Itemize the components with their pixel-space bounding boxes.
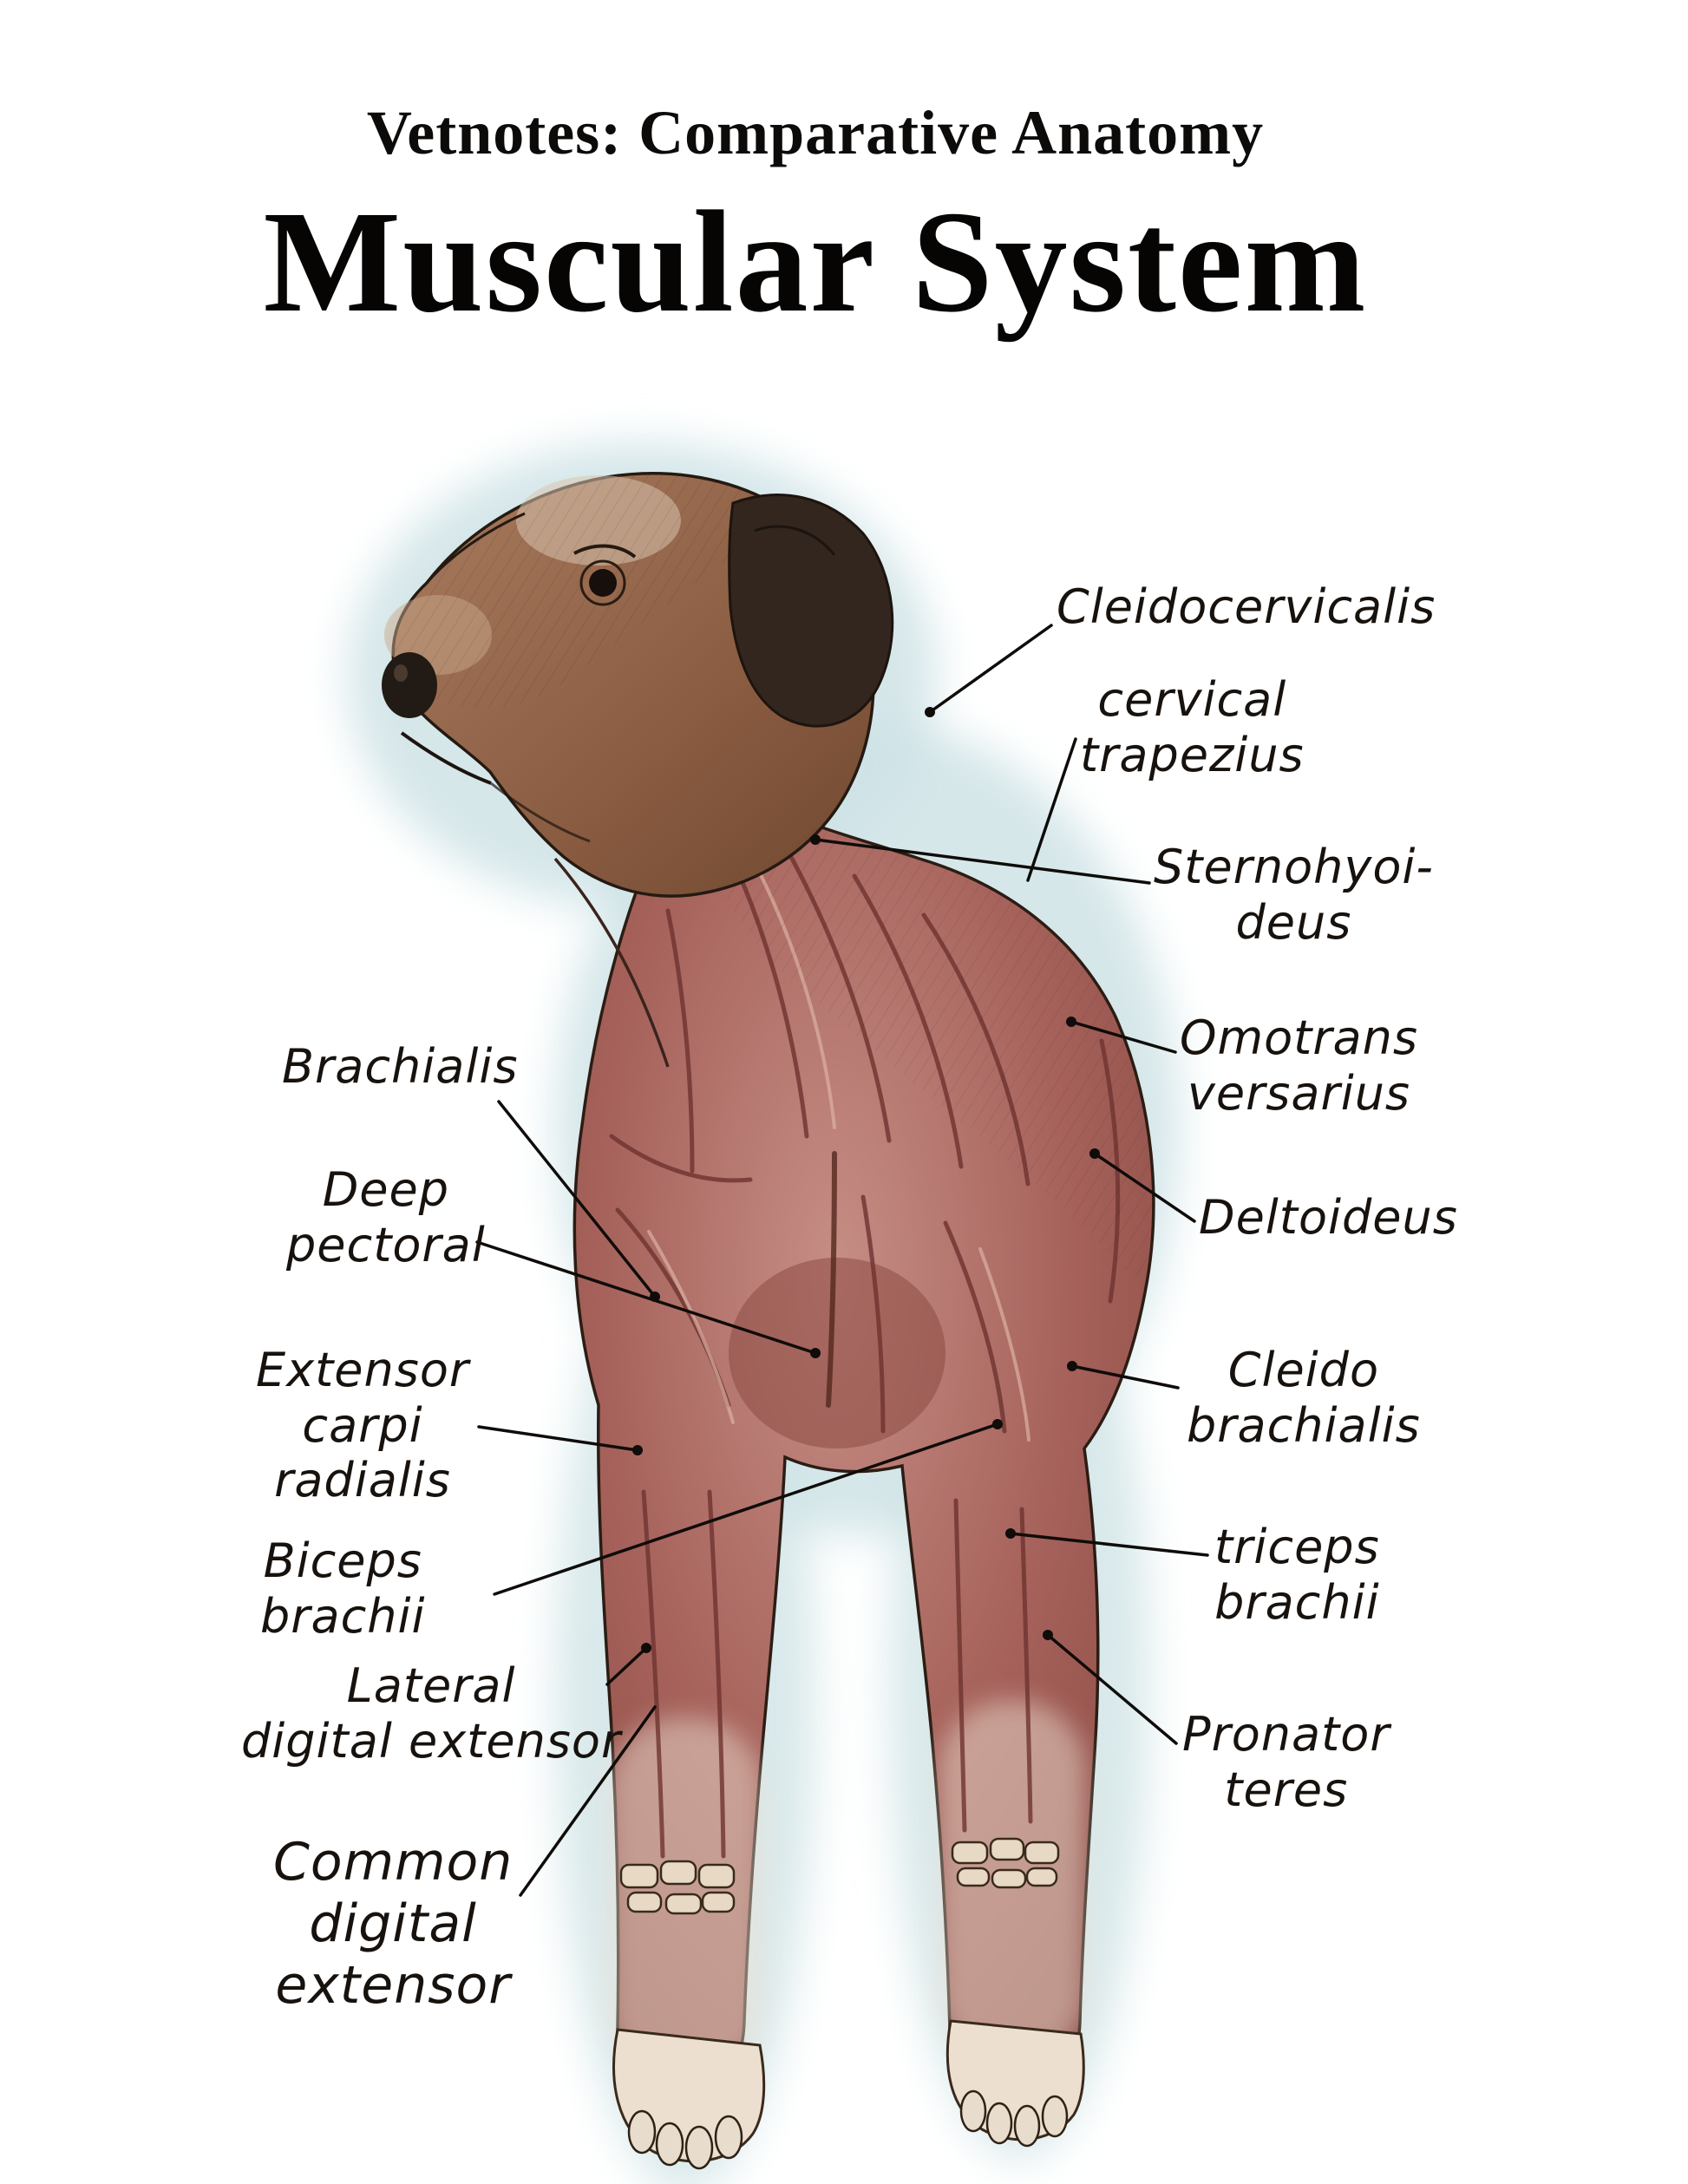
leader-common-digital-extensor — [519, 1705, 657, 1897]
right-paw — [945, 2019, 1085, 2148]
leader-extensor-carpi-radialis — [477, 1425, 639, 1452]
leader-cervical-trapezius — [1026, 737, 1077, 882]
throat-line — [553, 857, 670, 1068]
leader-lines — [475, 624, 1209, 1897]
eye-icon — [589, 569, 617, 597]
nose-icon — [382, 652, 437, 718]
left-paw — [612, 2028, 766, 2170]
leader-sternohyoideus — [814, 838, 1151, 885]
leader-triceps-brachii — [1009, 1532, 1209, 1557]
brow-line — [573, 544, 637, 559]
leader-pronator-teres — [1046, 1633, 1178, 1745]
leader-deep-pectoral — [475, 1240, 817, 1355]
mouth-line — [400, 731, 492, 785]
leader-omotransversarius — [1070, 1020, 1177, 1054]
lower-leg-highlights — [607, 1700, 1086, 2082]
leader-cleidocervicalis — [928, 624, 1053, 714]
carpal-bones-left — [619, 1860, 736, 1915]
dog-head — [382, 472, 894, 1068]
ear — [728, 494, 894, 728]
body-hatching — [690, 763, 1154, 1292]
leader-cleidobrachialis — [1070, 1364, 1180, 1390]
leader-brachialis — [497, 1100, 657, 1298]
carpal-bones-right — [951, 1837, 1060, 1889]
chest-shadow — [729, 1258, 945, 1448]
leader-lateral-digital-extensor — [605, 1646, 648, 1686]
leader-biceps-brachii — [493, 1422, 999, 1596]
leader-dots — [632, 707, 1100, 1653]
dog-body — [572, 761, 1155, 2109]
page-title: Muscular System — [263, 181, 1368, 343]
leader-deltoideus — [1093, 1152, 1196, 1223]
series-title: Vetnotes: Comparative Anatomy — [366, 98, 1265, 167]
